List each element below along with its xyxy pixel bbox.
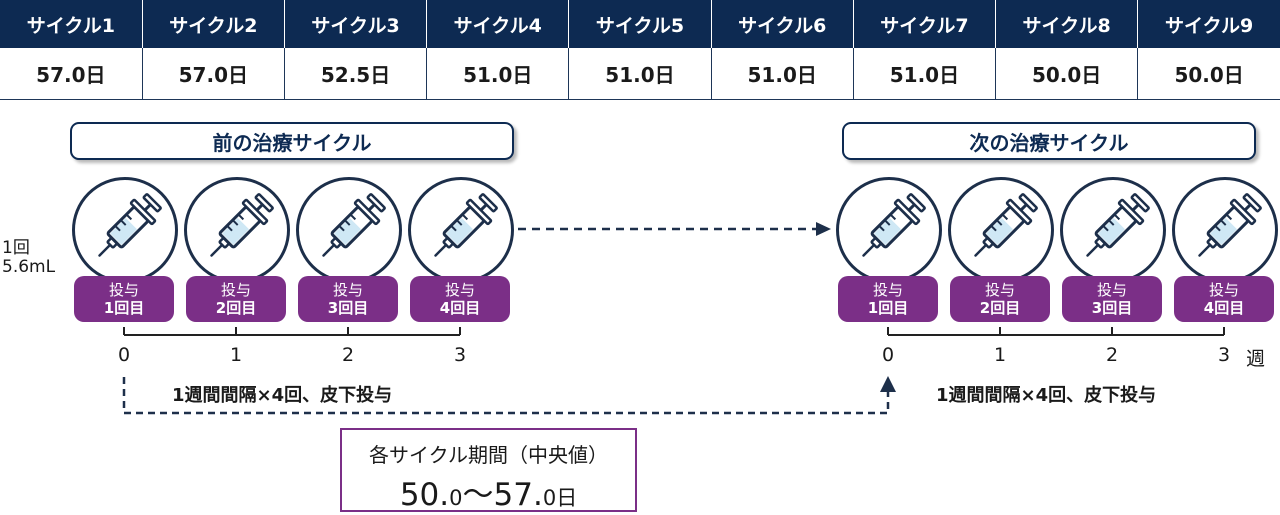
table-header-cell: サイクル9 — [1137, 0, 1280, 48]
syringe-icon — [1172, 177, 1278, 283]
dose-badge-line2: 2回目 — [979, 299, 1021, 317]
cycle-duration-table: サイクル1 サイクル2 サイクル3 サイクル4 サイクル5 サイクル6 サイクル… — [0, 0, 1280, 100]
dose-badge-line2: 4回目 — [1203, 299, 1245, 317]
dose-badge-line2: 1回目 — [103, 299, 145, 317]
timeline-tick-label: 3 — [1217, 344, 1231, 366]
table-cell: 50.0日 — [995, 48, 1139, 100]
prev-interval-text: 1週間間隔×4回、皮下投与 — [172, 385, 393, 406]
median-max-dec: 0 — [542, 486, 557, 510]
table-header-row: サイクル1 サイクル2 サイクル3 サイクル4 サイクル5 サイクル6 サイクル… — [0, 0, 1280, 48]
dose-badge-line2: 3回目 — [1091, 299, 1133, 317]
timeline-tick — [1223, 327, 1225, 335]
dose-badge-line2: 3回目 — [327, 299, 369, 317]
dose-badge-line2: 1回目 — [867, 299, 909, 317]
timeline-tick-label: 2 — [1105, 344, 1119, 366]
table-cell: 51.0日 — [711, 48, 854, 100]
table-header-cell: サイクル2 — [142, 0, 285, 48]
timeline-tick — [347, 327, 349, 335]
table-cell: 51.0日 — [853, 48, 997, 100]
table-header-cell: サイクル3 — [284, 0, 428, 48]
arrow-right-icon — [816, 222, 831, 236]
timeline-tick-label: 1 — [993, 344, 1007, 366]
table-row: 57.0日 57.0日 52.5日 51.0日 51.0日 51.0日 51.0… — [0, 48, 1280, 100]
prev-cycle-header: 前の治療サイクル — [70, 122, 514, 160]
syringe-icon — [948, 177, 1054, 283]
timeline-tick — [459, 327, 461, 335]
timeline-tick — [887, 327, 889, 335]
table-cell: 50.0日 — [1137, 48, 1280, 100]
table-header-cell: サイクル1 — [0, 0, 143, 48]
dose-badge-line1: 投与 — [332, 281, 363, 299]
timeline-tick-label: 1 — [229, 344, 243, 366]
median-min-dec: 0 — [449, 486, 463, 510]
next-cycle-header: 次の治療サイクル — [842, 122, 1256, 160]
table-cell: 57.0日 — [0, 48, 143, 100]
table-header-cell: サイクル4 — [426, 0, 570, 48]
table-header-cell: サイクル7 — [853, 0, 997, 48]
syringe-icon — [836, 177, 942, 283]
dose-badge-line2: 4回目 — [439, 299, 481, 317]
median-title: 各サイクル期間（中央値） — [369, 443, 608, 467]
syringe-icon — [296, 177, 402, 283]
table-cell: 57.0日 — [142, 48, 285, 100]
median-range: 50.0〜57.0日 — [342, 469, 635, 514]
syringe-icon — [1060, 177, 1166, 283]
median-duration-box: 各サイクル期間（中央値） 50.0〜57.0日 — [340, 428, 637, 514]
syringe-icon — [72, 177, 178, 283]
dose-badge-line1: 投与 — [984, 281, 1015, 299]
timeline-tick-label: 0 — [117, 344, 131, 366]
dose-volume-label: 5.6mL — [2, 257, 56, 277]
week-unit-label: 週 — [1246, 348, 1266, 370]
dose-badge-line1: 投与 — [108, 281, 139, 299]
timeline-tick — [1111, 327, 1113, 335]
table-header-cell: サイクル5 — [568, 0, 712, 48]
dose-badge-line2: 2回目 — [215, 299, 257, 317]
median-min-int: 50. — [399, 477, 450, 513]
timeline-tick-label: 2 — [341, 344, 355, 366]
dose-badge-line1: 投与 — [872, 281, 903, 299]
timeline-tick — [999, 327, 1001, 335]
dose-amount-label: 1回 — [2, 238, 30, 258]
dose-badge-line1: 投与 — [1096, 281, 1127, 299]
median-max-int: 57. — [493, 477, 543, 513]
table-cell: 51.0日 — [568, 48, 712, 100]
table-cell: 51.0日 — [426, 48, 570, 100]
table-header-cell: サイクル6 — [711, 0, 854, 48]
timeline-tick-label: 3 — [453, 344, 467, 366]
dose-badge-line1: 投与 — [220, 281, 251, 299]
table-cell: 52.5日 — [284, 48, 428, 100]
arrow-up-icon — [880, 376, 896, 392]
timeline-tick-label: 0 — [881, 344, 895, 366]
median-unit: 日 — [556, 486, 578, 510]
timeline-tick — [123, 327, 125, 335]
dose-badge-line1: 投与 — [444, 281, 475, 299]
next-interval-text: 1週間間隔×4回、皮下投与 — [936, 385, 1157, 406]
dose-badge-line1: 投与 — [1208, 281, 1239, 299]
cycle-loop-line — [122, 377, 890, 415]
table-header-cell: サイクル8 — [995, 0, 1139, 48]
median-separator: 〜 — [462, 477, 494, 513]
timeline-tick — [235, 327, 237, 335]
